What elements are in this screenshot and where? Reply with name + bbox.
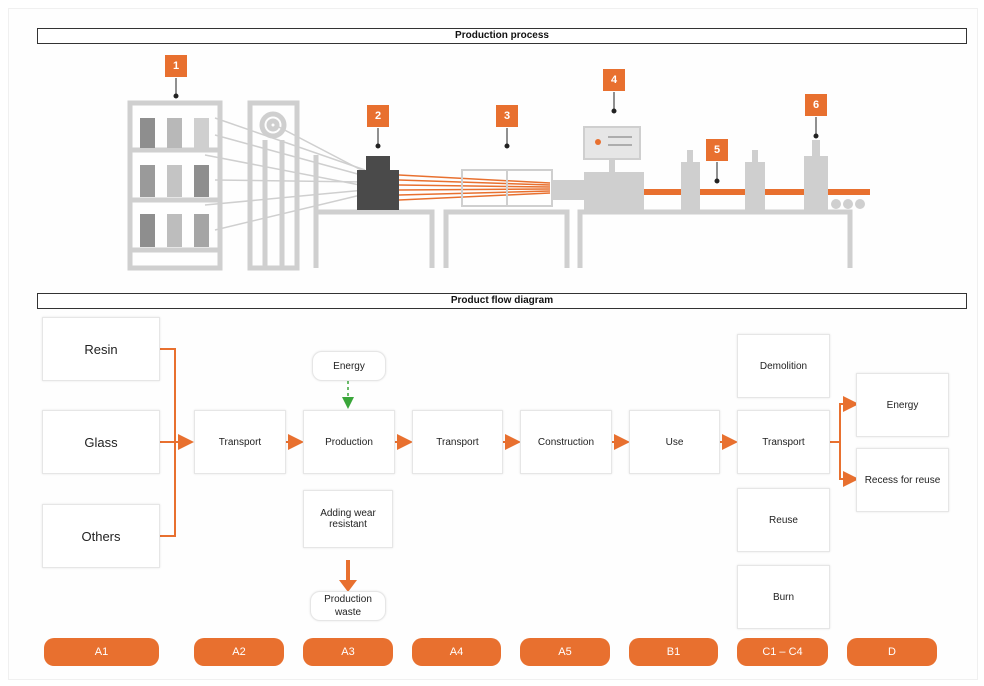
eol-burn: Burn: [737, 565, 830, 629]
marker-6: 6: [805, 94, 827, 116]
energy-input: Energy: [312, 351, 386, 381]
step-transport-a2: Transport: [194, 410, 286, 474]
production-waste: Production waste: [310, 591, 386, 621]
impregnated-fibers: [398, 174, 551, 201]
stage-b1: B1: [629, 638, 718, 666]
marker-1: 1: [165, 55, 187, 77]
eol-reuse: Reuse: [737, 488, 830, 552]
step-transport-a4: Transport: [412, 410, 503, 474]
step-construction: Construction: [520, 410, 612, 474]
control-panel: [583, 126, 641, 160]
adding-wear-resistant: Adding wear resistant: [303, 490, 393, 548]
rollers: [831, 199, 865, 209]
creel-frame: [247, 100, 300, 271]
step-use: Use: [629, 410, 720, 474]
stage-a4: A4: [412, 638, 501, 666]
step-production: Production: [303, 410, 395, 474]
eol-demolition: Demolition: [737, 334, 830, 398]
marker-4: 4: [603, 69, 625, 91]
material-cans: [140, 118, 209, 247]
stage-a2: A2: [194, 638, 284, 666]
stage-d: D: [847, 638, 937, 666]
stage-a5: A5: [520, 638, 610, 666]
marker-2: 2: [367, 105, 389, 127]
output-energy: Energy: [856, 373, 949, 437]
marker-5: 5: [706, 139, 728, 161]
production-process-title: Production process: [37, 28, 967, 44]
input-resin: Resin: [42, 317, 160, 381]
marker-leaders: [173, 78, 819, 184]
material-rack: [127, 100, 223, 271]
stage-c1-c4: C1 – C4: [737, 638, 828, 666]
output-recess-for-reuse: Recess for reuse: [856, 448, 949, 512]
input-others: Others: [42, 504, 160, 568]
pullers: [681, 150, 765, 210]
heated-die: [552, 180, 584, 200]
stage-a3: A3: [303, 638, 393, 666]
input-glass: Glass: [42, 410, 160, 474]
marker-3: 3: [496, 105, 518, 127]
cut-off-saw: [804, 156, 828, 210]
machine-tables: [313, 209, 853, 268]
controller-base: [584, 172, 644, 210]
step-transport-c: Transport: [737, 410, 830, 474]
flow-diagram-title: Product flow diagram: [37, 293, 967, 309]
fibers: [204, 117, 366, 231]
resin-bath: [357, 170, 399, 210]
stage-a1: A1: [44, 638, 159, 666]
